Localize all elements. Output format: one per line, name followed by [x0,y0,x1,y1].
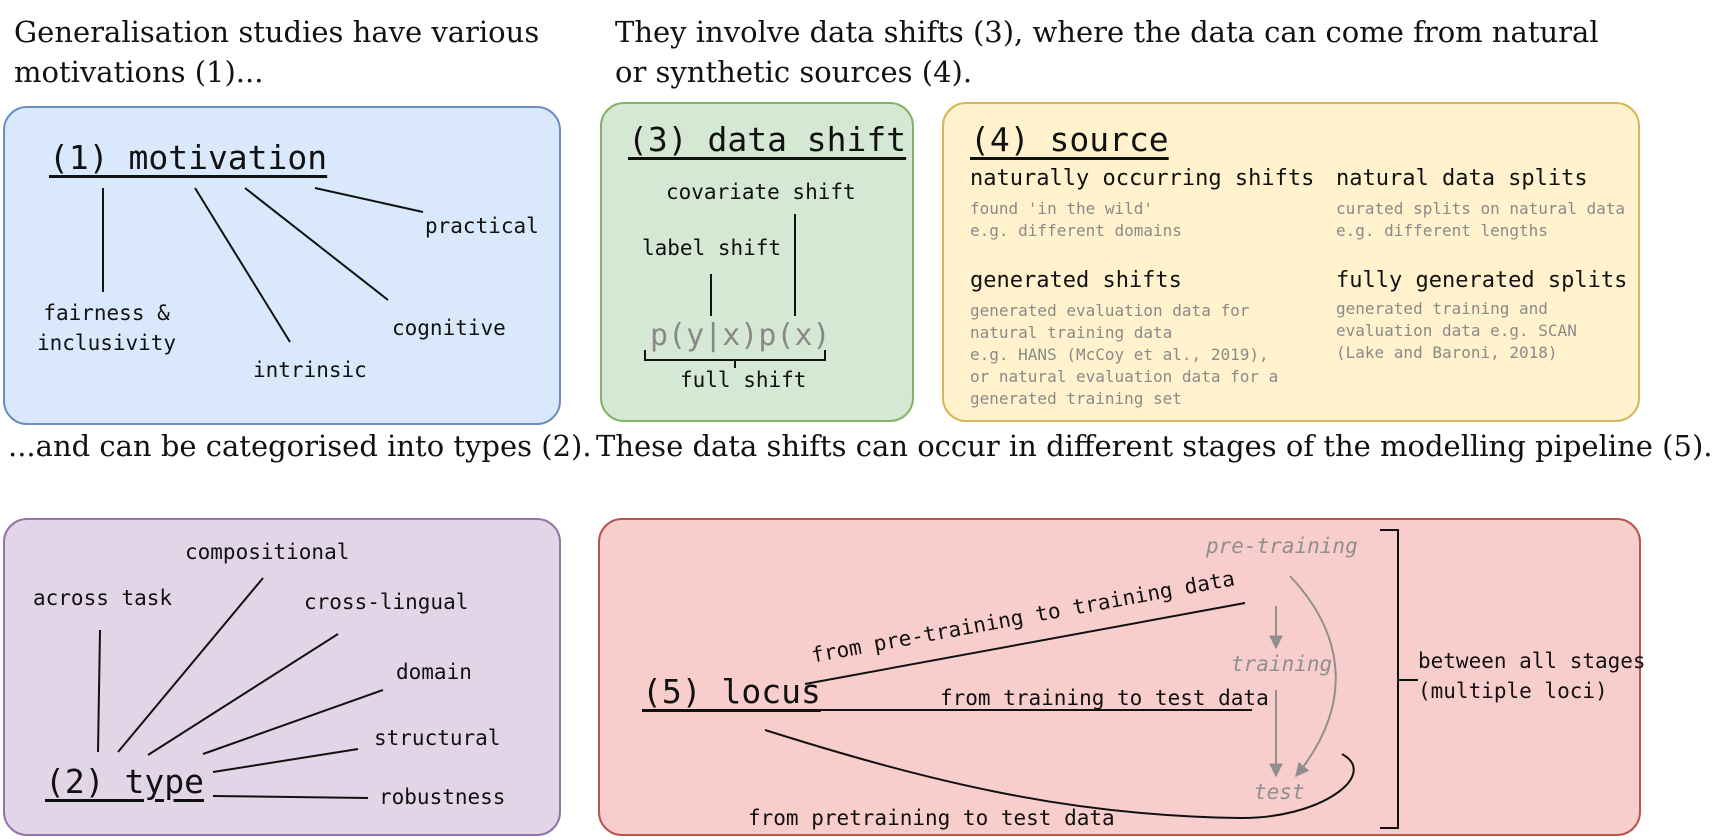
between-all-stages-label: between all stages (multiple loci) [1418,649,1646,703]
type-structural: structural [374,726,501,750]
source-panel: (4) source naturally occurring shifts fo… [942,102,1640,422]
data-shift-lines [644,214,826,368]
motivation-panel: (1) motivation practical fairness & incl… [3,106,561,425]
data-shift-formula: p(y|x)p(x) [650,318,831,353]
source-fully-generated-desc: generated training and evaluation data e… [1336,299,1577,362]
label-shift-label: label shift [642,236,782,260]
covariate-shift-label: covariate shift [666,180,856,204]
caption-locus: These data shifts can occur in different… [596,429,1712,463]
type-compositional: compositional [185,540,350,564]
source-natural-splits-desc: curated splits on natural data e.g. diff… [1336,199,1625,240]
motivation-practical: practical [425,214,539,238]
source-naturally-occurring-heading: naturally occurring shifts [970,166,1315,191]
stage-pre-training: pre-training [1206,534,1358,558]
source-natural-splits-heading: natural data splits [1336,166,1588,191]
data-shift-title: (3) data shift [628,120,907,159]
locus-edges-and-arrows [764,529,1418,829]
source-fully-generated-heading: fully generated splits [1336,268,1628,293]
type-title: (2) type [45,762,204,801]
type-robustness: robustness [379,785,506,809]
motivation-cognitive: cognitive [392,316,506,340]
stage-test: test [1254,780,1305,804]
type-domain: domain [396,660,472,684]
locus-panel: (5) locus pre-training training test fro… [598,518,1646,836]
motivation-title: (1) motivation [49,138,328,177]
source-generated-shifts-heading: generated shifts [970,268,1182,293]
caption-data-shifts: They involve data shifts (3), where the … [615,15,1599,89]
locus-title: (5) locus [642,672,821,711]
type-connector-lines [97,577,384,799]
caption-motivations: Generalisation studies have various moti… [14,15,540,89]
type-panel: compositional across task cross-lingual … [3,518,561,836]
edge-training-to-test: from training to test data [940,686,1269,710]
motivation-connector-lines [102,187,424,343]
full-shift-label: full shift [680,368,807,392]
source-naturally-occurring-desc: found 'in the wild' e.g. different domai… [970,199,1182,240]
type-cross-lingual: cross-lingual [304,590,469,614]
type-across-task: across task [33,586,173,610]
data-shift-panel: (3) data shift covariate shift label shi… [600,102,914,422]
source-title: (4) source [970,120,1169,159]
motivation-fairness: fairness & inclusivity [37,301,177,355]
source-generated-shifts-desc: generated evaluation data for natural tr… [970,301,1279,408]
caption-types: ...and can be categorised into types (2)… [8,429,592,463]
stage-training: training [1231,652,1333,676]
edge-pretraining-to-test: from pretraining to test data [748,806,1115,830]
motivation-intrinsic: intrinsic [253,358,367,382]
